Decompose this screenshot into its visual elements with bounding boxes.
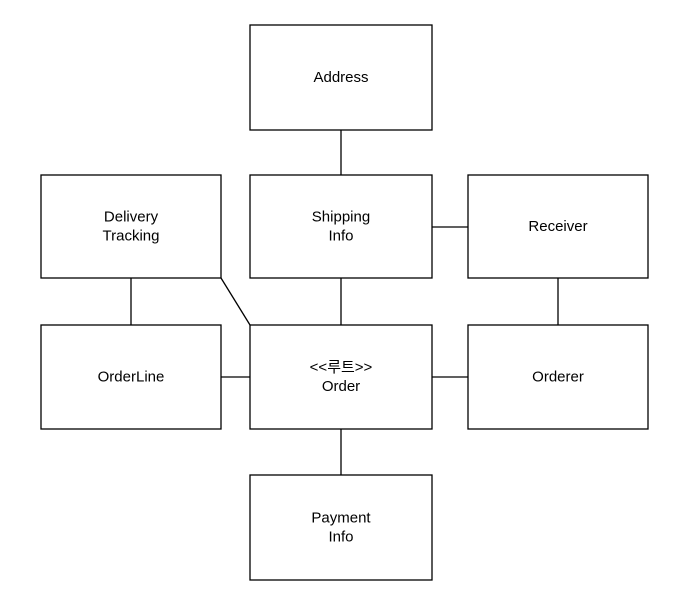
node-address[interactable]: Address — [249, 24, 433, 131]
node-box-orderline — [40, 324, 222, 430]
node-box-shipping-info — [249, 174, 433, 279]
node-label-order-line-1: Order — [322, 378, 360, 395]
node-label-receiver-line-0: Receiver — [528, 218, 587, 235]
node-box-order — [249, 324, 433, 430]
edge-delivery-tracking-to-order — [220, 277, 251, 326]
node-label-delivery-tracking-line-0: Delivery — [104, 209, 159, 226]
node-receiver[interactable]: Receiver — [467, 174, 649, 279]
node-box-receiver — [467, 174, 649, 279]
node-label-shipping-info-line-1: Info — [328, 228, 353, 245]
diagram-edges — [130, 130, 559, 475]
node-orderline[interactable]: OrderLine — [40, 324, 222, 430]
node-box-orderer — [467, 324, 649, 430]
node-box-payment-info — [249, 474, 433, 581]
node-label-orderer-line-0: Orderer — [532, 369, 584, 386]
node-box-delivery-tracking — [40, 174, 222, 279]
node-orderer[interactable]: Orderer — [467, 324, 649, 430]
node-order[interactable]: <<루트>> Order — [249, 324, 433, 430]
node-label-shipping-info-line-0: Shipping — [312, 209, 370, 226]
node-label-address-line-0: Address — [313, 69, 368, 86]
node-label-order-line-0: <<루트>> — [310, 359, 373, 376]
node-label-payment-info-line-0: Payment — [311, 510, 371, 527]
node-box-address — [249, 24, 433, 131]
node-label-delivery-tracking-line-1: Tracking — [103, 228, 160, 245]
node-label-orderline-line-0: OrderLine — [98, 369, 165, 386]
node-label-payment-info-line-1: Info — [328, 529, 353, 546]
